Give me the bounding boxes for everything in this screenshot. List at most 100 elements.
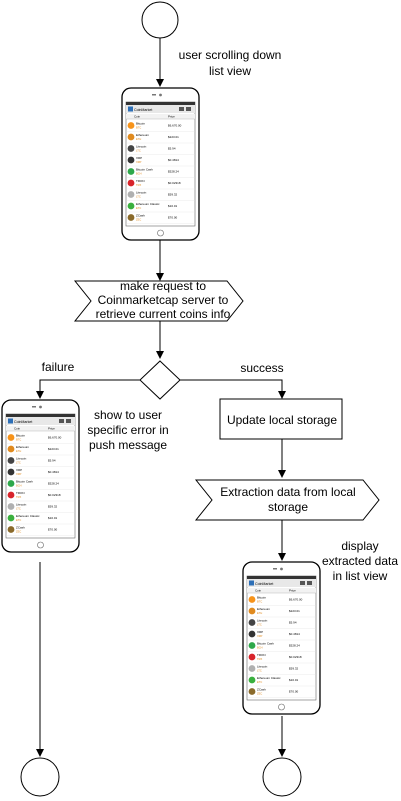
coin-icon: [7, 434, 15, 441]
coin-price: $10.01: [289, 678, 299, 682]
coin-price: $0.4814: [289, 632, 300, 636]
arrow-failure: [36, 379, 140, 399]
coin-icon: [127, 202, 135, 210]
coin-name: Litecoin: [257, 665, 268, 669]
coin-icon: [248, 665, 256, 672]
coin-icon: [7, 468, 15, 476]
coin-symbol: LTC: [136, 148, 141, 152]
coin-name: Bitcoin: [257, 596, 266, 600]
coin-icon: [248, 653, 256, 661]
coin-symbol: BCH: [136, 171, 142, 175]
coin-name: Litecoin: [257, 619, 268, 623]
coin-name: Bitcoin Cash: [16, 480, 33, 484]
coin-symbol: LTC: [16, 506, 21, 510]
phone-col-coin: Coin: [14, 427, 21, 431]
coin-name: Ethereum: [136, 133, 150, 137]
coin-icon: [248, 596, 256, 603]
coin-price: $59.32: [289, 667, 299, 671]
extract-step-shape: [194, 479, 380, 521]
coin-name: ZCash: [257, 688, 266, 692]
coin-price: $5.94: [289, 621, 297, 625]
coin-price: $6,670.00: [48, 436, 62, 440]
coin-icon: [127, 214, 135, 221]
coin-name: Ethereum: [16, 445, 30, 449]
phone-app-title: CoinMarket: [14, 420, 32, 424]
coin-icon: [248, 619, 256, 626]
coin-symbol: ETH: [16, 449, 21, 453]
extract-label-line1: Extraction data from local: [220, 485, 355, 499]
coin-icon: [7, 491, 15, 499]
coin-symbol: ZEC: [257, 691, 262, 695]
coin-symbol: LTC: [16, 460, 21, 464]
coin-name: Ethereum Classic: [257, 676, 281, 680]
coin-price: $0.02318: [48, 493, 61, 497]
request-label-line2: Coinmarketcap server to: [98, 293, 229, 307]
coin-price: $528.24: [48, 482, 59, 486]
coin-symbol: BCH: [16, 483, 22, 487]
coin-symbol: ETH: [136, 137, 141, 141]
coin-icon: [248, 607, 256, 615]
coin-name: Bitcoin Cash: [257, 642, 274, 646]
error-label-line1: show to user: [94, 408, 162, 422]
coin-price: $223.01: [289, 609, 300, 613]
coin-name: Litecoin: [136, 191, 147, 195]
coin-icon: [7, 480, 15, 487]
coin-price: $0.02318: [168, 181, 181, 185]
coin-symbol: BCH: [257, 645, 263, 649]
coin-symbol: BTC: [16, 437, 21, 441]
coin-name: Ethereum: [257, 607, 271, 611]
coin-price: $528.24: [289, 644, 300, 648]
coin-icon: [7, 526, 15, 533]
coin-price: $0.02318: [289, 655, 302, 659]
coin-icon: [7, 514, 15, 522]
coin-name: Ethereum Classic: [136, 202, 160, 206]
coin-symbol: XRP: [257, 634, 263, 638]
coin-icon: [127, 145, 135, 152]
coin-name: XRP: [16, 468, 22, 472]
coin-price: $5.94: [168, 147, 176, 151]
coin-symbol: BTC: [136, 125, 141, 129]
start-node: [141, 1, 179, 39]
coin-price: $59.32: [48, 505, 58, 509]
coin-price: $70.00: [289, 690, 299, 694]
coin-price: $0.4814: [48, 470, 59, 474]
coin-name: XRP: [136, 156, 142, 160]
coin-icon: [127, 122, 135, 129]
request-label-line1: make request to: [120, 279, 206, 293]
coin-icon: [248, 688, 256, 695]
coin-symbol: ZEC: [136, 217, 141, 221]
coin-icon: [248, 630, 256, 638]
coin-icon: [7, 445, 15, 453]
arrow-success: [180, 379, 286, 399]
phone-col-coin: Coin: [255, 589, 262, 593]
coin-icon: [248, 676, 256, 684]
coin-price: $6,670.00: [168, 124, 182, 128]
coin-symbol: LTC: [136, 194, 141, 198]
end-node-success: [262, 757, 302, 797]
coin-icon: [248, 642, 256, 649]
coin-name: Bitcoin: [136, 122, 145, 126]
failure-label: failure: [42, 360, 75, 374]
coin-symbol: BTC: [257, 599, 262, 603]
coin-symbol: LTC: [257, 622, 262, 626]
coin-name: Litecoin: [16, 457, 27, 461]
success-label: success: [240, 361, 283, 375]
coin-name: Bitcoin: [16, 434, 25, 438]
error-label-line3: push message: [89, 438, 167, 452]
extract-label-line2: storage: [268, 500, 308, 514]
coin-price: $223.01: [168, 135, 179, 139]
update-storage-box: [219, 398, 343, 440]
phone-col-price: Price: [289, 589, 296, 593]
coin-name: TRON: [136, 179, 145, 183]
coin-price: $528.24: [168, 170, 179, 174]
coin-symbol: ETC: [16, 518, 21, 522]
coin-name: XRP: [257, 630, 263, 634]
coin-name: Litecoin: [16, 503, 27, 507]
coin-icon: [127, 191, 135, 198]
coin-symbol: XRP: [136, 160, 142, 164]
end-node-failure: [20, 757, 60, 797]
